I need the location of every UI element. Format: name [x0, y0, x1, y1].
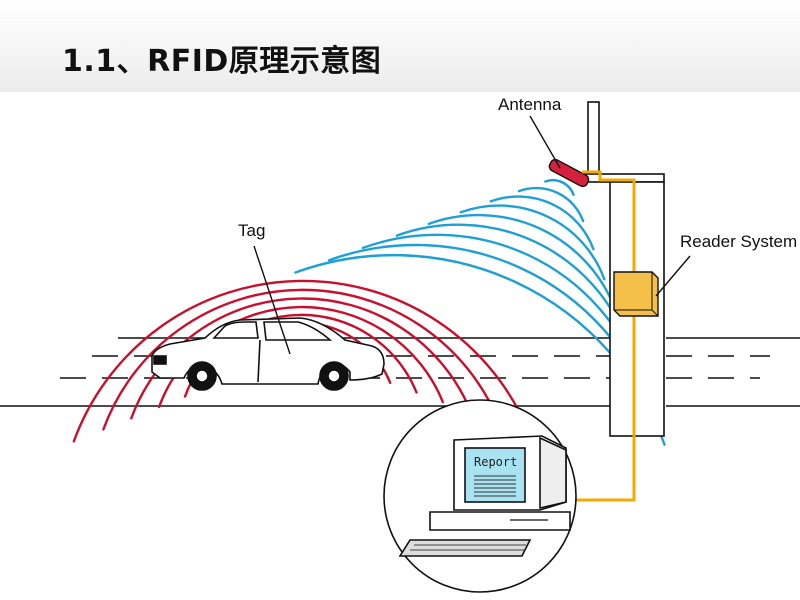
antenna-mast [587, 101, 600, 179]
report-label: Report [474, 455, 517, 469]
car-hub-front [195, 369, 209, 383]
antenna-wave-3 [489, 195, 595, 251]
antenna-wave-6 [395, 223, 629, 345]
antenna-wave-4 [459, 204, 606, 281]
antenna-cable [582, 170, 636, 272]
reader-system-label: Reader System [680, 232, 797, 251]
antenna-label: Antenna [498, 95, 562, 114]
computer-base [429, 511, 571, 531]
reader-pole [581, 101, 665, 437]
keyboard [398, 539, 532, 557]
antenna-wave-2 [517, 186, 585, 223]
tag-label: Tag [238, 221, 265, 240]
antenna-wave-5 [427, 213, 618, 313]
antenna-pointer [529, 115, 561, 169]
reader-box-body [613, 271, 659, 317]
car-hub-rear [327, 369, 341, 383]
reader-cable [566, 316, 636, 502]
car-headlight [153, 355, 167, 365]
report-lines [474, 475, 516, 497]
tag-wave-9 [72, 279, 531, 443]
reader-box [613, 271, 659, 317]
monitor-side [539, 436, 567, 510]
car [151, 317, 385, 391]
antenna-wave-1 [544, 178, 575, 196]
computer [398, 435, 571, 557]
tag-pointer [253, 245, 291, 355]
slide-title: 1.1、RFID原理示意图 [62, 44, 382, 79]
car-window-front [212, 321, 259, 339]
reader-pointer [655, 255, 691, 297]
tag-wave-8 [102, 288, 501, 431]
monitor-screen [464, 447, 526, 503]
keyboard-keys [410, 544, 526, 551]
radio-waves [72, 178, 666, 446]
title-bar [0, 0, 800, 92]
car-door-line [257, 339, 261, 383]
